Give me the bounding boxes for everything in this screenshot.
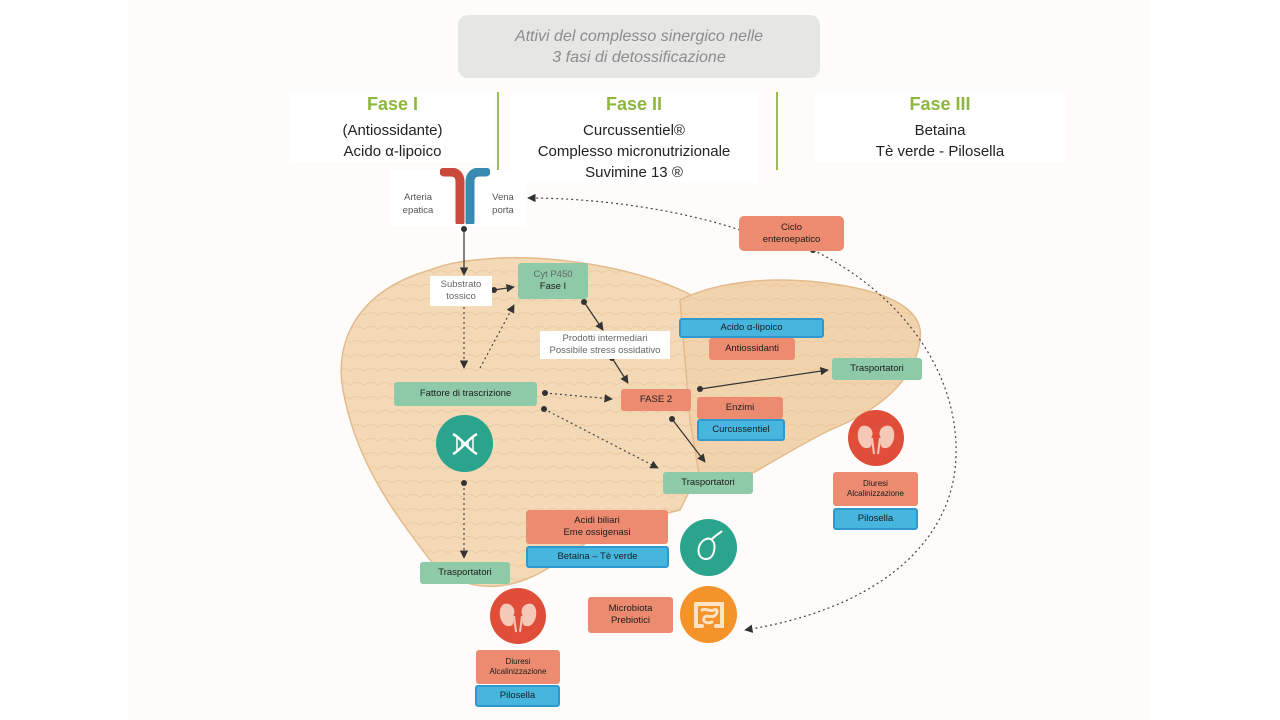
phase-1-title: Fase I bbox=[366, 94, 419, 114]
blood-vessels-icon bbox=[440, 168, 490, 224]
trasportatori-left-box: Trasportatori bbox=[420, 562, 510, 584]
curcussentiel-box: Curcussentiel bbox=[697, 419, 785, 441]
phase-2-column: Fase II Curcussentiel® Complesso micronu… bbox=[510, 92, 758, 183]
phase-3-column: Fase III Betaina Tè verde - Pilosella bbox=[815, 92, 1065, 162]
intestine-icon bbox=[680, 586, 737, 643]
pilosella-right-box: Pilosella bbox=[833, 508, 918, 530]
fattore-trascrizione-box: Fattore di trascrizione bbox=[394, 382, 537, 406]
title-line-1: Attivi del complesso sinergico nelle bbox=[514, 27, 764, 45]
trasportatori-mid-box: Trasportatori bbox=[663, 472, 753, 494]
phase-divider-2 bbox=[776, 92, 778, 170]
phase-divider-1 bbox=[497, 92, 499, 170]
trasportatori-right-box: Trasportatori bbox=[832, 358, 922, 380]
phase-1-line-1: (Antiossidante) bbox=[342, 122, 443, 139]
enzimi-box: Enzimi bbox=[697, 397, 783, 419]
phase-2-line-1: Curcussentiel® bbox=[583, 122, 685, 139]
dna-icon bbox=[436, 415, 493, 472]
phase-2-title: Fase II bbox=[605, 94, 663, 114]
phase-2-line-2: Complesso micronutrizionale bbox=[537, 143, 731, 160]
diagram-title-box: Attivi del complesso sinergico nelle 3 f… bbox=[458, 15, 820, 78]
kidneys-icon bbox=[848, 410, 904, 466]
betaina-te-verde-box: Betaina – Tè verde bbox=[526, 546, 669, 568]
acido-lipoico-box: Acido α-lipoico bbox=[679, 318, 824, 338]
fase-2-box: FASE 2 bbox=[621, 389, 691, 411]
gallbladder-icon bbox=[680, 519, 737, 576]
phase-3-line-2: Tè verde - Pilosella bbox=[875, 143, 1005, 160]
phase-1-column: Fase I (Antiossidante) Acido α-lipoico bbox=[290, 92, 495, 162]
phase-3-title: Fase III bbox=[909, 94, 971, 114]
antiossidanti-box: Antiossidanti bbox=[709, 338, 795, 360]
kidneys-icon bbox=[490, 588, 546, 644]
phase-3-line-1: Betaina bbox=[914, 122, 966, 139]
phase-2-line-3: Suvimine 13 ® bbox=[585, 164, 683, 181]
pilosella-left-box: Pilosella bbox=[475, 685, 560, 707]
phase-1-line-2: Acido α-lipoico bbox=[343, 143, 442, 160]
title-line-2: 3 fasi di detossificazione bbox=[552, 48, 726, 66]
